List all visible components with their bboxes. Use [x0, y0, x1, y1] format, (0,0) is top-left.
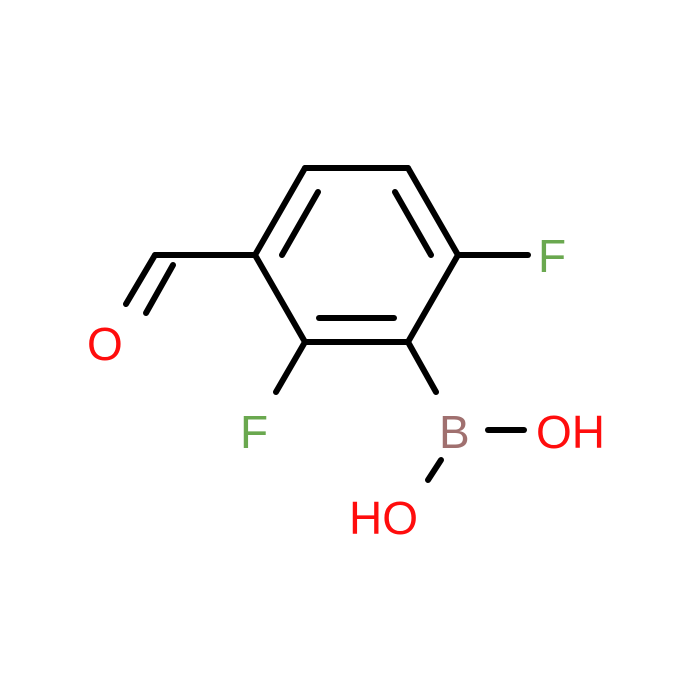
ring-double-bond-inner-3: [279, 189, 321, 258]
atom-fluorine-bottom: F: [240, 406, 268, 458]
bond-c-o-double-1: [123, 252, 158, 307]
atom-hydroxyl-right: OH: [536, 406, 605, 458]
bond-c-o-double-2: [143, 262, 176, 316]
bonds: [123, 165, 531, 483]
ring-bond-bottom-left: [252, 252, 308, 345]
ring-bond-right: [405, 252, 461, 345]
ring-bond-top-right: [405, 165, 461, 258]
atom-labels: F F B OH HO O: [87, 230, 605, 544]
atom-fluorine-top: F: [538, 230, 566, 282]
bond-c-f-bottom: [273, 339, 308, 395]
bond-c-b: [405, 339, 439, 395]
atom-aldehyde-oxygen: O: [87, 318, 123, 370]
atom-hydroxyl-bottom: HO: [349, 492, 418, 544]
ring-double-bond-inner-1: [392, 189, 434, 258]
bond-b-oh-bottom: [425, 457, 444, 483]
ring-bond-top-left: [252, 165, 308, 258]
atom-boron: B: [439, 406, 470, 458]
